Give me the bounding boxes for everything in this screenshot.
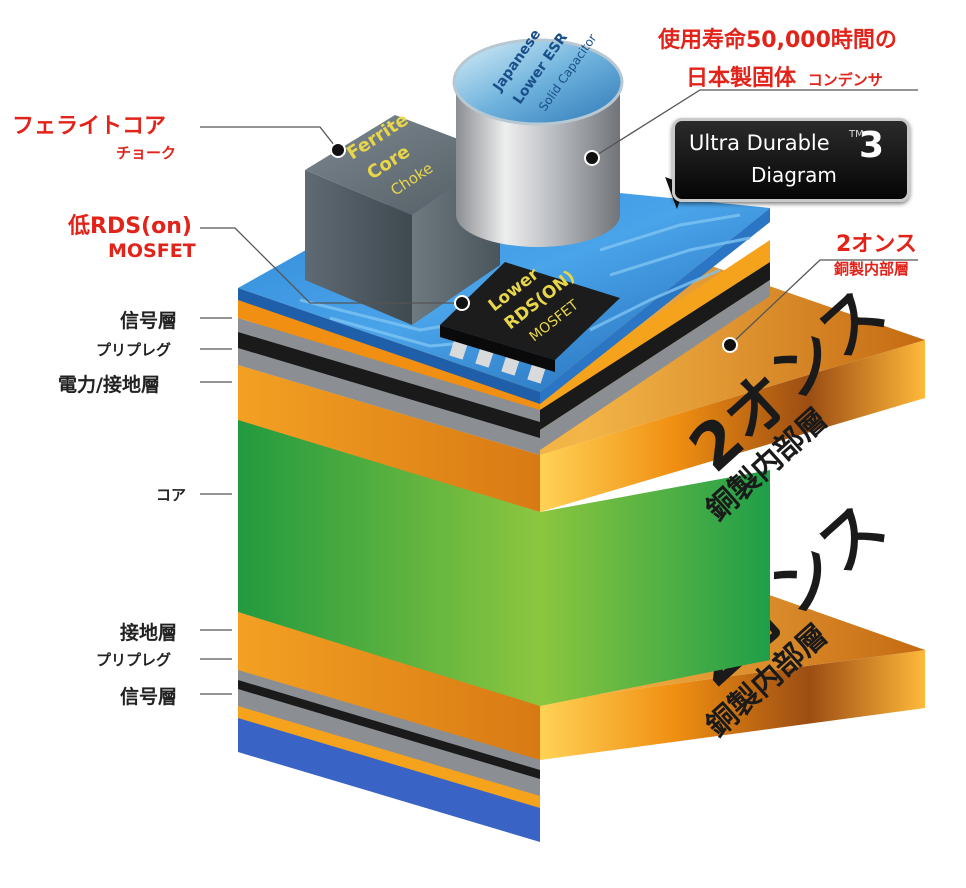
choke-top-face [305,115,500,215]
top-prepreg-layer [238,330,540,438]
label-prepreg-bottom: プリプレグ [96,651,172,669]
copper-sublabel: 銅製内部層 [834,260,910,278]
core-front-face [540,470,770,706]
capacitor-body [456,90,620,247]
capacitor-label-small: コンデンサ [807,71,883,89]
label-power-ground: 電力/接地層 [58,374,160,396]
mosfet-label: 低RDS(on) [68,214,192,239]
top-signal-layer [238,300,540,410]
leader-dots [330,142,738,353]
capacitor-label-line1: 使用寿命50,000時間の [658,28,897,53]
label-signal-bottom: 信号層 [120,686,178,708]
logo-line1: Ultra Durable [689,131,830,155]
choke-front-face [305,170,412,325]
top-gray-layer-2 [238,318,540,422]
label-prepreg-top: プリプレグ [96,341,172,359]
top-signal-layer-right [540,240,770,410]
lower-slab-left-face [238,612,540,760]
capacitor-top [452,38,624,126]
bottom-blue-layer [238,710,540,842]
capacitor-label-line2: 日本製固体 コンデンサ [686,60,883,92]
logo-number: 3 [859,125,885,166]
bottom-signal-layer [238,705,540,808]
lower-slab-front-face [540,650,925,760]
mosfet-sublabel: MOSFET [108,240,196,262]
bottom-gray-layer [238,688,540,796]
label-signal-top: 信号層 [120,310,178,332]
ultra-durable-logo: Ultra Durable TM 3 Diagram [672,118,910,202]
ferrite-choke: Ferrite Core Choke [305,109,500,325]
logo-tm: TM [849,129,864,140]
logo-line2: Diagram [751,163,837,187]
solid-capacitor: Japanese Lower ESR Solid Capacitor [452,27,624,247]
top-gray-layer-right [540,280,770,450]
upper-slab-left-face [238,365,540,512]
label-core: コア [156,486,187,504]
pcb-top-edge-right [540,208,770,404]
upper-slab-front-face [540,340,925,512]
pcb-top-edge [238,288,540,404]
choke-sublabel: チョーク [116,144,177,162]
top-gray-layer [238,345,540,455]
mosfet-front-face [440,325,555,372]
capacitor-label-main: 日本製固体 [686,66,797,91]
choke-label: フェライトコア [12,114,167,139]
mosfet-top-face [440,262,620,360]
mosfet-chip: Lower RDS(ON) MOSFET [440,262,620,384]
top-prepreg-layer-right [540,262,770,430]
top-stack [238,175,770,455]
leader-lines [200,89,918,695]
label-ground: 接地層 [120,622,178,644]
copper-label: 2オンス [836,232,917,257]
